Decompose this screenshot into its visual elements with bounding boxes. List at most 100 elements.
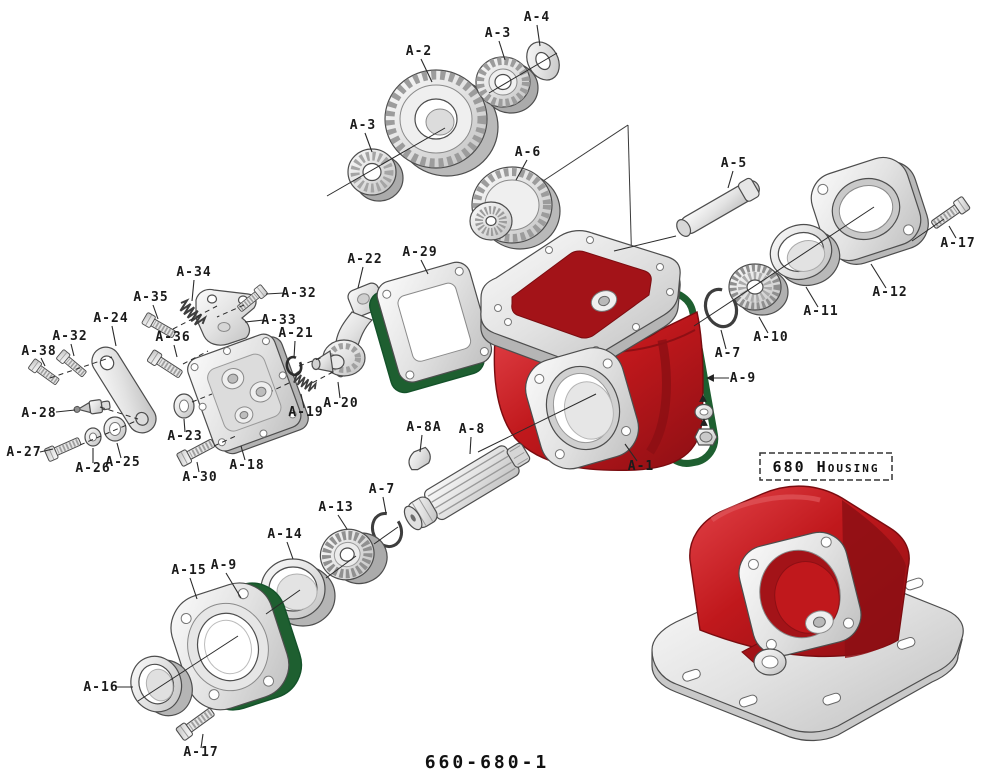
part-a7-snap-ring-right — [703, 287, 739, 329]
part-label-a32l: A-32 — [52, 329, 87, 344]
part-a10-bearing — [728, 263, 789, 316]
part-a22-shift-lever — [311, 282, 385, 377]
leader-line-a30 — [196, 461, 200, 473]
part-label-a12: A-12 — [872, 285, 907, 300]
leader-line-a36 — [173, 344, 178, 358]
leader-line-a4 — [536, 24, 541, 47]
part-label-a9b: A-9 — [211, 558, 237, 573]
leader-line-a3l — [364, 132, 373, 153]
part-a25-washer — [103, 416, 127, 442]
part-label-a9r: A-9 — [730, 371, 756, 386]
part-a23-washer — [173, 393, 195, 419]
part-label-a28: A-28 — [21, 406, 56, 421]
part-label-a23: A-23 — [167, 429, 202, 444]
part-label-a32t: A-32 — [281, 286, 316, 301]
leader-line-a11 — [805, 286, 819, 308]
part-label-a6: A-6 — [515, 145, 541, 160]
part-label-a30: A-30 — [182, 470, 217, 485]
housing-badge-text: 680 Housing — [773, 458, 880, 476]
part-label-a16: A-16 — [83, 680, 118, 695]
part-label-a25: A-25 — [105, 455, 140, 470]
part-a36-screw — [147, 349, 185, 380]
part-a28-fitting — [73, 399, 111, 415]
housing-badge-box — [759, 452, 893, 481]
leader-line-a35 — [152, 304, 159, 320]
leader-line-a13 — [337, 514, 348, 530]
part-a12-bearing-cap — [810, 156, 929, 265]
leader-line-a23 — [183, 418, 186, 433]
part-label-a3r: A-3 — [485, 26, 511, 41]
part-label-a38: A-38 — [21, 344, 56, 359]
leader-line-a8 — [469, 436, 472, 455]
leader-line-a28 — [55, 409, 76, 413]
part-label-a10: A-10 — [753, 330, 788, 345]
leader-line-a6 — [515, 159, 528, 181]
part-label-a35: A-35 — [133, 290, 168, 305]
leader-line-a38 — [40, 357, 46, 367]
part-label-a15: A-15 — [171, 563, 206, 578]
part-label-a11: A-11 — [803, 304, 838, 319]
part-label-a21: A-21 — [278, 326, 313, 341]
leader-line-a34 — [191, 279, 195, 302]
part-a8a-key — [408, 446, 431, 471]
part-label-a17b: A-17 — [183, 745, 218, 760]
part-label-a26: A-26 — [75, 461, 110, 476]
leader-line-a17r — [948, 225, 957, 239]
part-label-a14: A-14 — [267, 527, 302, 542]
leader-line-a14 — [286, 541, 294, 560]
leader-line-a33 — [244, 319, 265, 323]
housing-680-view — [651, 485, 964, 742]
part-a15-flange-with-a9-gasket — [170, 582, 303, 711]
leader-line-a7r — [720, 329, 727, 350]
part-a3-bevel-gear-right — [475, 56, 539, 114]
leader-line-a18 — [240, 445, 246, 461]
part-a6-gear — [469, 166, 561, 250]
part-a24-shifter-arm — [91, 346, 157, 434]
part-a18-valve-plate — [187, 333, 309, 455]
leader-line-a32l — [70, 343, 75, 357]
part-label-a34: A-34 — [176, 265, 211, 280]
leader-line-a24 — [111, 325, 117, 347]
part-a21-oring — [285, 355, 303, 377]
part-a38-screw — [28, 358, 61, 387]
part-label-a7r: A-7 — [715, 346, 741, 361]
leader-line-a12 — [870, 263, 887, 289]
part-a17-bolt-right — [929, 196, 970, 231]
part-label-a5: A-5 — [721, 156, 747, 171]
part-a5-shaft-pin — [676, 177, 760, 237]
part-label-a2: A-2 — [406, 44, 432, 59]
part-a3-bearing-left — [347, 148, 404, 202]
leader-line-a32t — [265, 292, 285, 295]
part-a13-bearing — [319, 528, 388, 585]
leader-line-a20 — [337, 381, 341, 399]
leader-line-a2 — [420, 58, 433, 83]
leader-line-a19 — [300, 393, 305, 409]
part-label-a18: A-18 — [229, 458, 264, 473]
leader-line-a17b — [200, 733, 204, 749]
assembly-arrows — [699, 394, 708, 426]
part-labels-layer: A-4A-3A-2A-3A-6A-5A-17A-12A-11A-10A-7A-9… — [6, 10, 974, 760]
part-a14-spacer-ring — [260, 558, 336, 627]
leader-line-a27 — [39, 448, 54, 453]
leader-line-a22 — [357, 266, 364, 289]
leader-line-a9b — [225, 572, 242, 599]
part-label-a36: A-36 — [155, 330, 190, 345]
diagram-title: 660-680-1 — [425, 752, 550, 773]
leader-line-a7b — [382, 496, 387, 514]
part-label-a22: A-22 — [347, 252, 382, 267]
axis-lines — [137, 52, 945, 702]
part-label-a33: A-33 — [261, 313, 296, 328]
part-a2-main-gear — [384, 69, 499, 177]
part-label-a3l: A-3 — [350, 118, 376, 133]
part-a29-cover-plate — [369, 261, 493, 394]
part-label-a7b: A-7 — [369, 482, 395, 497]
assembly-dashed-lines — [49, 304, 334, 447]
part-label-a1: A-1 — [628, 459, 654, 474]
leader-line-a15 — [189, 577, 198, 600]
leader-line-a25 — [116, 442, 122, 459]
leader-line-a5 — [727, 170, 734, 189]
part-label-a8: A-8 — [459, 422, 485, 437]
leader-line-a21 — [293, 340, 296, 359]
